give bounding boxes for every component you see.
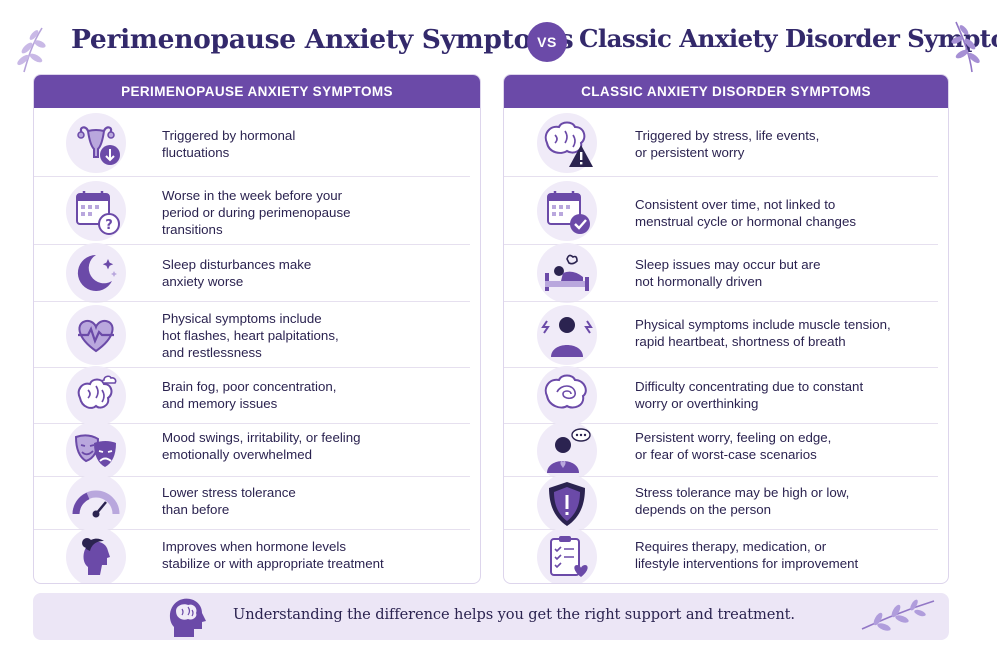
tangled-brain-icon	[537, 366, 597, 426]
symptom-row: Stress tolerance may be high or low,depe…	[504, 474, 948, 534]
symptom-text: Persistent worry, feeling on edge,or fea…	[635, 430, 832, 462]
row-divider	[504, 476, 938, 477]
lavender-sprig-icon	[861, 599, 935, 631]
uterus-hormone-icon	[66, 113, 126, 173]
vs-badge: VS	[527, 22, 567, 62]
row-divider	[34, 476, 470, 477]
row-divider	[34, 423, 470, 424]
woman-profile-icon	[66, 527, 126, 583]
calendar-question-icon: ?	[66, 181, 126, 241]
classic-anxiety-panel: CLASSIC ANXIETY DISORDER SYMPTOMS Trigge…	[503, 74, 949, 584]
calendar-check-icon	[537, 181, 597, 241]
row-divider	[34, 529, 470, 530]
perimenopause-panel: PERIMENOPAUSE ANXIETY SYMPTOMS Triggered…	[33, 74, 481, 584]
row-divider	[504, 529, 938, 530]
symptom-row: Physical symptoms include muscle tension…	[504, 302, 948, 368]
row-divider	[34, 176, 470, 177]
symptom-text: Stress tolerance may be high or low,depe…	[635, 485, 850, 517]
row-divider	[504, 176, 938, 177]
row-divider	[34, 244, 470, 245]
lavender-sprig-icon	[951, 21, 980, 73]
perimenopause-panel-header: PERIMENOPAUSE ANXIETY SYMPTOMS	[34, 75, 480, 108]
symptom-text: Physical symptoms include muscle tension…	[635, 317, 891, 349]
row-divider	[504, 367, 938, 368]
brain-warning-icon	[537, 113, 597, 173]
row-divider	[34, 367, 470, 368]
brain-fog-icon	[66, 366, 126, 426]
row-divider	[504, 244, 938, 245]
symptom-text: Brain fog, poor concentration,and memory…	[162, 379, 337, 411]
lavender-sprig-icon	[17, 27, 46, 73]
svg-text:?: ?	[105, 218, 113, 233]
heart-pulse-icon	[66, 305, 126, 365]
gauge-icon	[66, 474, 126, 534]
title-classic-anxiety: Classic Anxiety Disorder Symptoms	[579, 24, 997, 53]
row-divider	[504, 301, 938, 302]
theater-masks-icon	[66, 421, 126, 481]
symptom-row: Difficulty concentrating due to constant…	[504, 366, 948, 426]
clipboard-heart-icon	[537, 527, 597, 583]
symptom-row: Triggered by stress, life events,or pers…	[504, 108, 948, 177]
tense-person-icon	[537, 305, 597, 365]
symptom-row: Persistent worry, feeling on edge,or fea…	[504, 421, 948, 481]
head-brain-icon	[169, 598, 206, 637]
title-perimenopause: Perimenopause Anxiety Symptoms	[71, 24, 574, 55]
row-divider	[34, 301, 470, 302]
shield-alert-icon	[537, 474, 597, 534]
footer-text: Understanding the difference helps you g…	[233, 606, 795, 623]
worried-person-icon	[537, 421, 597, 481]
footer-banner: Understanding the difference helps you g…	[33, 593, 949, 640]
title-row: Perimenopause Anxiety Symptoms VS Classi…	[0, 8, 997, 73]
moon-stars-icon	[66, 243, 126, 303]
symptom-text: Difficulty concentrating due to constant…	[635, 379, 864, 411]
classic-anxiety-panel-header: CLASSIC ANXIETY DISORDER SYMPTOMS	[504, 75, 948, 108]
symptom-text: Triggered by stress, life events,or pers…	[635, 128, 820, 160]
person-in-bed-icon	[537, 243, 597, 303]
symptom-row: Brain fog, poor concentration,and memory…	[34, 366, 480, 426]
row-divider	[504, 423, 938, 424]
